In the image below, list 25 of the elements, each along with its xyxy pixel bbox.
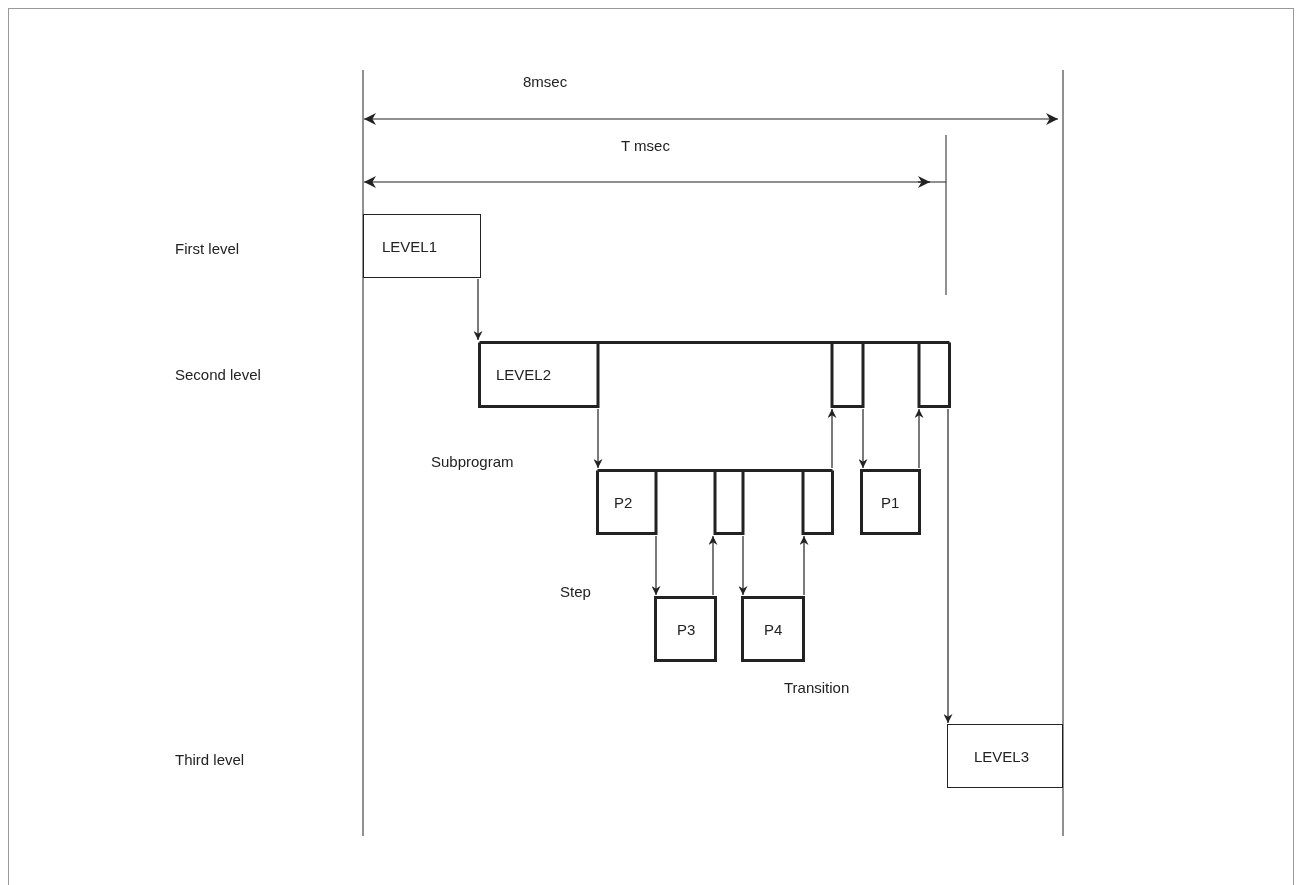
dimension-label: 8msec [523, 73, 568, 91]
waveform-block: LEVEL2 [478, 341, 951, 408]
arrow [858, 408, 868, 469]
level-label: Third level [175, 751, 245, 769]
dimension-label: T msec [621, 137, 670, 155]
arrow [708, 535, 718, 596]
level-box: LEVEL1 [363, 214, 481, 278]
program-box: P4 [741, 596, 805, 662]
annotation-label: Subprogram [431, 453, 514, 471]
arrow [914, 408, 924, 469]
level-label: First level [175, 240, 240, 258]
arrow [593, 408, 603, 469]
arrow [943, 408, 953, 724]
annotation-label: Step [560, 583, 591, 601]
program-box: P3 [654, 596, 717, 662]
annotation-label: Transition [784, 679, 850, 697]
level-label: Second level [175, 366, 261, 384]
arrow [473, 278, 483, 341]
level-box: LEVEL3 [947, 724, 1063, 788]
program-box: P1 [860, 469, 921, 535]
arrow [799, 535, 809, 596]
waveform-block: P2 [596, 469, 834, 535]
arrow [738, 535, 748, 596]
arrow [651, 535, 661, 596]
arrow [827, 408, 837, 469]
